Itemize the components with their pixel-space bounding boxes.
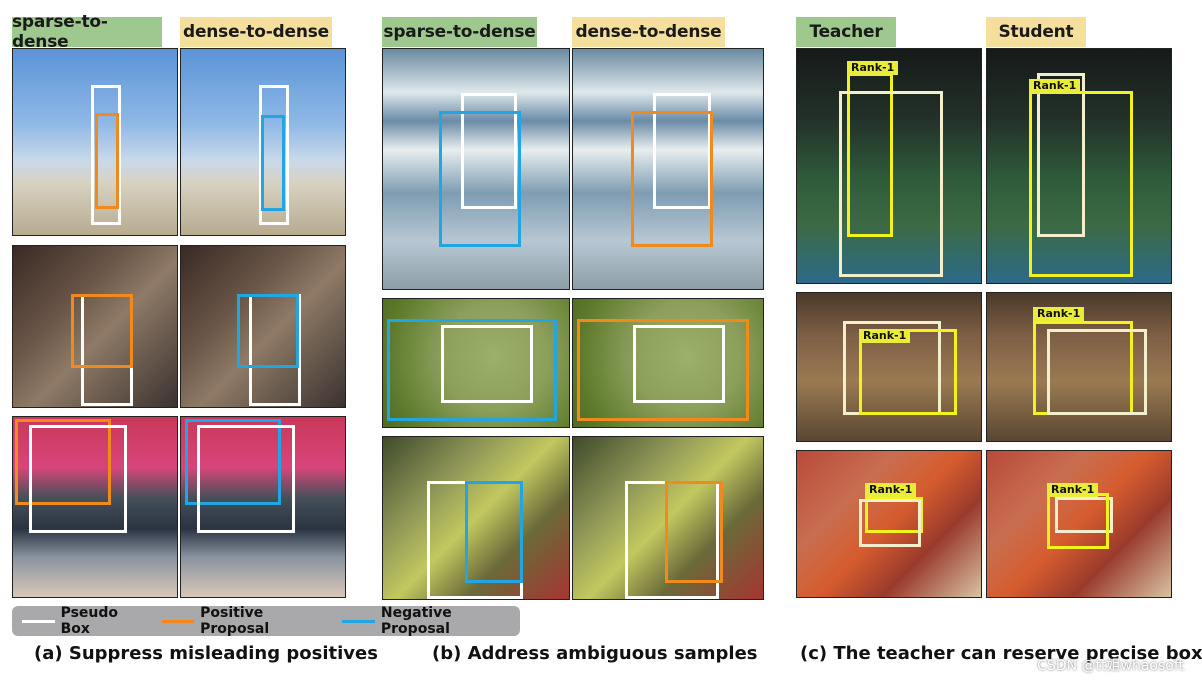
legend: Pseudo Box Positive Proposal Negative Pr… xyxy=(12,605,520,637)
panel-b-row2-right-image xyxy=(572,298,764,428)
legend-label: Negative Proposal xyxy=(380,605,452,637)
watermark: CSDN @tt姐whaosoft xyxy=(1037,658,1184,674)
legend-item-negative-proposal: Negative Proposal xyxy=(342,605,512,637)
panel-c-row3-left-image: Rank-1 xyxy=(796,450,982,598)
pseudo-box-swatch xyxy=(22,619,55,623)
positive-proposal-box xyxy=(631,111,713,247)
positive-proposal-box xyxy=(95,113,119,209)
panel-c-header-right: Student xyxy=(986,17,1086,47)
rank-1-tag: Rank-1 xyxy=(1047,483,1099,497)
teacher-box xyxy=(1055,497,1113,533)
negative-proposal-box xyxy=(387,319,557,421)
rank-1-tag: Rank-1 xyxy=(1029,79,1081,93)
positive-proposal-box xyxy=(665,481,723,583)
legend-item-positive-proposal: Positive Proposal xyxy=(161,605,325,637)
legend-item-pseudo-box: Pseudo Box xyxy=(22,605,144,637)
legend-label: Pseudo Box xyxy=(60,605,119,637)
panel-b-header-left: sparse-to-dense xyxy=(382,17,537,47)
teacher-box xyxy=(859,499,921,547)
panel-b-row2-left-image xyxy=(382,298,570,428)
rank-1-tag: Rank-1 xyxy=(859,329,911,343)
pseudo-box xyxy=(197,425,295,533)
panel-c-row3-right-image: Rank-1 xyxy=(986,450,1172,598)
panel-b-row1-right-image xyxy=(572,48,764,290)
panel-c-header-left: Teacher xyxy=(796,17,896,47)
rank-1-box xyxy=(1029,91,1133,277)
positive-proposal-swatch xyxy=(161,619,195,623)
rank-1-tag: Rank-1 xyxy=(847,61,899,75)
rank-1-box xyxy=(865,497,923,533)
pseudo-box xyxy=(441,325,533,403)
panel-b-row3-right-image xyxy=(572,436,764,600)
negative-proposal-box xyxy=(465,481,523,583)
panel-a-header-left: sparse-to-dense xyxy=(12,12,162,52)
panel-a-row2-right-image xyxy=(180,245,346,408)
panel-a-caption: (a) Suppress misleading positives xyxy=(34,643,378,664)
positive-proposal-box xyxy=(577,319,749,421)
rank-1-tag: Rank-1 xyxy=(865,483,917,497)
rank-1-box xyxy=(1047,493,1109,549)
negative-proposal-box xyxy=(439,111,521,247)
panel-b-header-right: dense-to-dense xyxy=(572,17,725,47)
pseudo-box xyxy=(461,93,517,209)
panel-b-caption: (b) Address ambiguous samples xyxy=(432,643,758,664)
legend-label: Positive Proposal xyxy=(200,605,270,637)
teacher-box xyxy=(1047,329,1147,415)
panel-c-row1-right-image: Rank-1 xyxy=(986,48,1172,284)
positive-proposal-box xyxy=(15,419,111,505)
panel-b-row3-left-image xyxy=(382,436,570,600)
panel-c-caption: (c) The teacher can reserve precise boxe… xyxy=(800,643,1202,664)
pseudo-box xyxy=(259,85,289,225)
rank-1-tag: Rank-1 xyxy=(1033,307,1085,321)
negative-proposal-swatch xyxy=(342,619,375,623)
pseudo-box xyxy=(653,93,711,209)
panel-c-row2-left-image: Rank-1 xyxy=(796,292,982,442)
pseudo-box xyxy=(91,85,121,225)
pseudo-box xyxy=(29,425,127,533)
panel-c-row2-right-image: Rank-1 xyxy=(986,292,1172,442)
panel-a-row2-left-image xyxy=(12,245,178,408)
teacher-box xyxy=(1037,73,1085,237)
negative-proposal-box xyxy=(237,294,299,368)
panel-c-row1-left-image: Rank-1 xyxy=(796,48,982,284)
negative-proposal-box xyxy=(261,115,285,211)
pseudo-box xyxy=(633,325,725,403)
negative-proposal-box xyxy=(185,419,281,505)
panel-a-row1-right-image xyxy=(180,48,346,236)
panel-a-row3-left-image xyxy=(12,416,178,598)
panel-a-row3-right-image xyxy=(180,416,346,598)
teacher-box xyxy=(839,91,943,277)
panel-a-row1-left-image xyxy=(12,48,178,236)
panel-b-row1-left-image xyxy=(382,48,570,290)
panel-a-header-right: dense-to-dense xyxy=(180,17,332,47)
positive-proposal-box xyxy=(71,294,133,368)
